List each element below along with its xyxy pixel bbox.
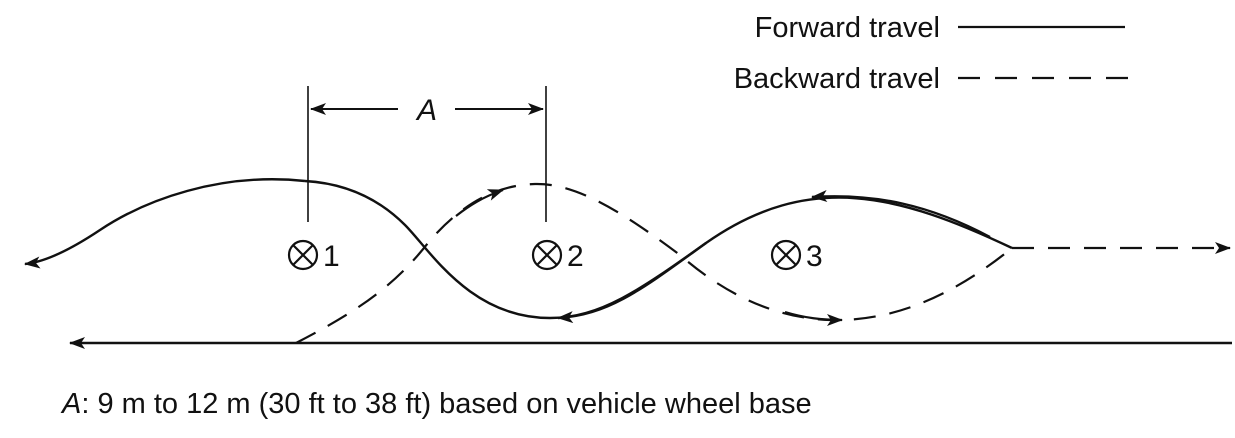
forward-path (24, 178, 1232, 349)
legend: Forward travel Backward travel (734, 12, 1132, 95)
legend-backward-label: Backward travel (734, 63, 940, 95)
backward-path-arrow-lower (784, 310, 843, 326)
caption-text: : 9 m to 12 m (30 ft to 38 ft) based on … (81, 388, 811, 420)
backward-path-arrow-upper (455, 188, 504, 217)
marker-number: 1 (323, 240, 340, 273)
backward-path-weave (295, 182, 1013, 344)
marker-2: 2 (531, 239, 584, 273)
marker-3: 3 (770, 239, 823, 273)
legend-forward-label: Forward travel (755, 12, 940, 44)
forward-path-segment-exit-left (24, 178, 306, 269)
marker-number: 3 (806, 240, 823, 273)
dimension-label: A (415, 94, 437, 127)
backward-path (295, 182, 1231, 344)
marker-number: 2 (567, 240, 584, 273)
caption: A: 9 m to 12 m (30 ft to 38 ft) based on… (60, 388, 812, 420)
forward-path-segment-weave (304, 179, 1013, 320)
caption-variable: A (60, 388, 81, 420)
forward-path-arrow-lower (557, 242, 707, 324)
dimension-a: A (307, 86, 547, 222)
marker-1: 1 (287, 239, 340, 273)
forward-path-arrow-upper (811, 190, 991, 239)
